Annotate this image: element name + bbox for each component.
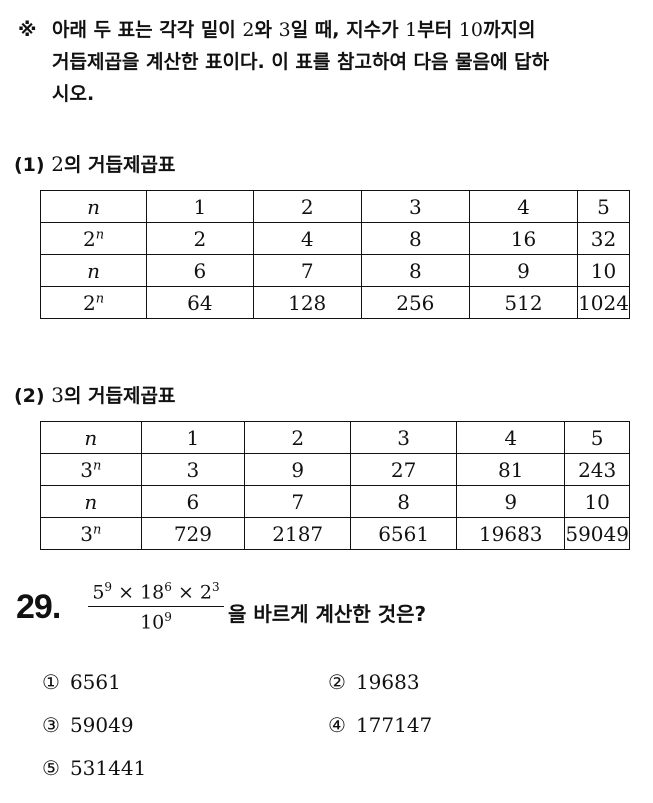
table-cell: 6561 bbox=[350, 517, 458, 550]
table-cell: 2 bbox=[244, 421, 352, 454]
header-n: n bbox=[40, 485, 142, 518]
reference-mark: ※ bbox=[18, 19, 37, 41]
table-cell: 10 bbox=[564, 485, 630, 518]
section-1-title: (1) 2의 거듭제곱표 bbox=[14, 152, 176, 176]
table-cell: 2 bbox=[252, 190, 362, 223]
header-n: n bbox=[40, 421, 142, 454]
table-cell: 6 bbox=[146, 254, 254, 287]
table-cell: 512 bbox=[468, 286, 579, 319]
table-row: n 1 2 3 4 5 bbox=[40, 421, 630, 454]
choice-3[interactable]: ③ 59049 bbox=[42, 713, 134, 737]
question-text: 을 바르게 계산한 것은? bbox=[228, 602, 427, 626]
table-cell: 27 bbox=[350, 453, 458, 486]
table-cell: 6 bbox=[140, 485, 246, 518]
table-cell: 2 bbox=[146, 222, 254, 255]
table-cell: 9 bbox=[244, 453, 352, 486]
table-cell: 2187 bbox=[244, 517, 352, 550]
table-row: 3n 729 2187 6561 19683 59049 bbox=[40, 517, 630, 550]
table-cell: 256 bbox=[360, 286, 470, 319]
table-row: n 1 2 3 4 5 bbox=[39, 190, 630, 223]
table-cell: 1024 bbox=[577, 286, 630, 319]
choice-value: 6561 bbox=[69, 670, 121, 694]
table-cell: 3 bbox=[140, 453, 246, 486]
table-cell: 5 bbox=[564, 421, 630, 454]
table-cell: 8 bbox=[360, 254, 470, 287]
choice-marker: ④ bbox=[328, 713, 346, 737]
table-row: 2n 2 4 8 16 32 bbox=[39, 222, 630, 255]
fraction-numerator: 59 × 186 × 23 bbox=[88, 580, 224, 608]
table-cell: 729 bbox=[140, 517, 246, 550]
choice-4[interactable]: ④ 177147 bbox=[328, 713, 432, 737]
table-cell: 1 bbox=[146, 190, 254, 223]
instructions-line-3: 시오. bbox=[52, 83, 95, 105]
choice-value: 177147 bbox=[355, 713, 433, 737]
choice-marker: ② bbox=[328, 670, 346, 694]
choice-marker: ③ bbox=[42, 713, 60, 737]
table-cell: 1 bbox=[140, 421, 246, 454]
table-cell: 64 bbox=[146, 286, 254, 319]
table-cell: 16 bbox=[468, 222, 579, 255]
table-cell: 8 bbox=[350, 485, 458, 518]
table-cell: 10 bbox=[577, 254, 630, 287]
header-power: 2n bbox=[39, 286, 148, 319]
header-power: 3n bbox=[40, 453, 142, 486]
table-cell: 4 bbox=[468, 190, 579, 223]
table-cell: 9 bbox=[468, 254, 579, 287]
table-cell: 4 bbox=[456, 421, 566, 454]
header-n: n bbox=[39, 190, 148, 223]
table-cell: 5 bbox=[577, 190, 630, 223]
choice-5[interactable]: ⑤ 531441 bbox=[42, 756, 146, 780]
table-cell: 32 bbox=[577, 222, 630, 255]
table-row: 3n 3 9 27 81 243 bbox=[40, 453, 630, 486]
table-cell: 81 bbox=[456, 453, 566, 486]
question-fraction: 59 × 186 × 23 109 bbox=[88, 580, 224, 634]
table-cell: 19683 bbox=[456, 517, 566, 550]
table-cell: 4 bbox=[252, 222, 362, 255]
header-power: 2n bbox=[39, 222, 148, 255]
table-cell: 8 bbox=[360, 222, 470, 255]
table-cell: 3 bbox=[360, 190, 470, 223]
powers-of-3-table: n 1 2 3 4 5 3n 3 9 27 81 243 n 6 7 8 9 1… bbox=[40, 421, 630, 550]
powers-of-2-table: n 1 2 3 4 5 2n 2 4 8 16 32 n 6 7 8 9 10 … bbox=[39, 190, 630, 319]
choice-marker: ⑤ bbox=[42, 756, 60, 780]
table-cell: 7 bbox=[252, 254, 362, 287]
choice-value: 531441 bbox=[69, 756, 147, 780]
table-cell: 128 bbox=[252, 286, 362, 319]
section-2-title: (2) 3의 거듭제곱표 bbox=[14, 383, 176, 407]
instructions-body: 아래 두 표는 각각 밑이 2와 3일 때, 지수가 1부터 10까지의 거듭제… bbox=[52, 14, 628, 110]
table-cell: 243 bbox=[564, 453, 630, 486]
choice-value: 59049 bbox=[69, 713, 134, 737]
instructions: ※ 아래 두 표는 각각 밑이 2와 3일 때, 지수가 1부터 10까지의 거… bbox=[18, 14, 628, 110]
choice-value: 19683 bbox=[355, 670, 420, 694]
table-row: n 6 7 8 9 10 bbox=[40, 485, 630, 518]
choice-2[interactable]: ② 19683 bbox=[328, 670, 420, 694]
choice-1[interactable]: ① 6561 bbox=[42, 670, 121, 694]
instructions-line-2: 거듭제곱을 계산한 표이다. 이 표를 참고하여 다음 물음에 답하 bbox=[52, 51, 550, 73]
instructions-line-1: 아래 두 표는 각각 밑이 2와 3일 때, 지수가 1부터 10까지의 bbox=[52, 19, 536, 41]
header-n: n bbox=[39, 254, 148, 287]
table-cell: 3 bbox=[350, 421, 458, 454]
table-cell: 9 bbox=[456, 485, 566, 518]
table-row: n 6 7 8 9 10 bbox=[39, 254, 630, 287]
table-cell: 7 bbox=[244, 485, 352, 518]
choice-marker: ① bbox=[42, 670, 60, 694]
table-cell: 59049 bbox=[564, 517, 630, 550]
table-row: 2n 64 128 256 512 1024 bbox=[39, 286, 630, 319]
question-number: 29. bbox=[16, 588, 61, 626]
fraction-denominator: 109 bbox=[140, 610, 172, 634]
header-power: 3n bbox=[40, 517, 142, 550]
